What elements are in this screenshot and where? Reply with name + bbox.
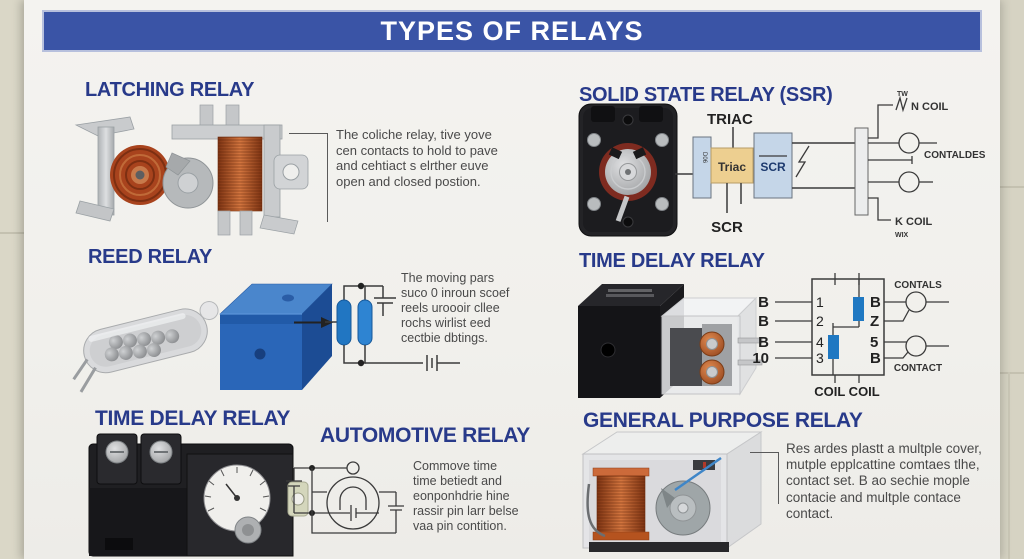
pin-number: 4 bbox=[816, 334, 824, 350]
pin-label: B bbox=[758, 313, 769, 330]
wall-seam bbox=[1008, 372, 1010, 559]
ssr-output-bar bbox=[854, 127, 869, 216]
reed-relay-heading: REED RELAY bbox=[88, 246, 213, 268]
ssr-contacts-label: CONTALDES bbox=[924, 150, 986, 161]
time-delay-left-photo bbox=[88, 433, 309, 557]
scr-box bbox=[753, 132, 793, 199]
time-delay-right-heading: TIME DELAY RELAY bbox=[579, 250, 765, 272]
automotive-circuit-diagram bbox=[286, 461, 404, 534]
pin-label: B bbox=[758, 334, 769, 351]
general-description: Res ardes plastt a multple cover, mutple… bbox=[786, 441, 982, 521]
ssr-circuit-diagram: D06 TRIAC Triac SCR SCR TW N COIL CONTAL… bbox=[675, 91, 986, 239]
pin-label: B bbox=[870, 294, 881, 311]
pin-number: 2 bbox=[816, 313, 824, 329]
pin-label: B bbox=[870, 350, 881, 367]
latching-unit-left bbox=[74, 116, 170, 222]
contacts-bottom-label: CONTACT bbox=[894, 363, 942, 374]
coil-bottom-label: K COIL bbox=[895, 216, 933, 228]
contacts-top-label: CONTALS bbox=[894, 280, 942, 291]
wall-seam bbox=[0, 232, 26, 234]
general-purpose-photo bbox=[581, 431, 763, 552]
time-delay-left-heading: TIME DELAY RELAY bbox=[95, 407, 291, 430]
wall-seam bbox=[998, 186, 1024, 188]
coil-block bbox=[853, 297, 864, 321]
reed-description: The moving pars suco 0 inroun scoef reel… bbox=[401, 271, 510, 345]
scr-bottom-label: SCR bbox=[711, 219, 743, 236]
reed-circuit-diagram bbox=[325, 282, 460, 371]
ssr-input-code: D06 bbox=[701, 152, 707, 164]
scr-box-label: SCR bbox=[760, 160, 786, 174]
coil-top-small-label: TW bbox=[897, 91, 908, 98]
latching-relay-photo bbox=[74, 104, 309, 236]
title-banner: TYPES OF RELAYS bbox=[42, 10, 982, 52]
general-callout-line bbox=[750, 452, 779, 504]
automotive-description: Commove time time betiedt and eonponhdri… bbox=[413, 459, 519, 533]
reed-relay-tube-photo bbox=[72, 301, 219, 393]
general-purpose-heading: GENERAL PURPOSE RELAY bbox=[583, 409, 863, 432]
pin-number: 3 bbox=[816, 350, 824, 366]
pin-label: Z bbox=[870, 313, 879, 330]
triac-box-label: Triac bbox=[718, 160, 746, 174]
ssr-heading: SOLID STATE RELAY (SSR) bbox=[579, 84, 833, 106]
triac-top-label: TRIAC bbox=[707, 111, 753, 128]
reed-switch-capsule bbox=[357, 299, 373, 346]
latching-unit-right bbox=[162, 104, 309, 236]
reed-beads bbox=[104, 329, 180, 362]
pin-label: 10 bbox=[753, 350, 769, 367]
pin-label: 5 bbox=[870, 334, 878, 351]
pin-label: B bbox=[758, 294, 769, 311]
pin-number: 1 bbox=[816, 294, 824, 310]
time-delay-right-photo bbox=[578, 284, 763, 398]
reed-switch-capsule bbox=[336, 299, 352, 346]
poster-title: TYPES OF RELAYS bbox=[380, 15, 644, 46]
wall-seam bbox=[998, 372, 1024, 374]
ssr-screws bbox=[587, 133, 669, 211]
automotive-relay-heading: AUTOMOTIVE RELAY bbox=[320, 424, 530, 447]
latching-relay-heading: LATCHING RELAY bbox=[85, 79, 255, 101]
time-delay-circuit-diagram: B B B 10 1 2 4 3 B Z 5 B COIL COIL CONTA… bbox=[753, 273, 949, 399]
reed-relay-cube-photo bbox=[219, 283, 333, 390]
latching-callout-line bbox=[289, 133, 328, 222]
ssr-input-box bbox=[692, 136, 712, 199]
coil-label: COIL COIL bbox=[814, 384, 880, 399]
latching-description: The coliche relay, tive yove cen contact… bbox=[336, 127, 498, 189]
triac-box bbox=[710, 147, 754, 184]
coil-top-label: N COIL bbox=[911, 101, 949, 113]
ssr-photo bbox=[578, 103, 678, 237]
coil-bottom-small-label: WIX bbox=[895, 232, 909, 239]
coil-block bbox=[828, 335, 839, 359]
